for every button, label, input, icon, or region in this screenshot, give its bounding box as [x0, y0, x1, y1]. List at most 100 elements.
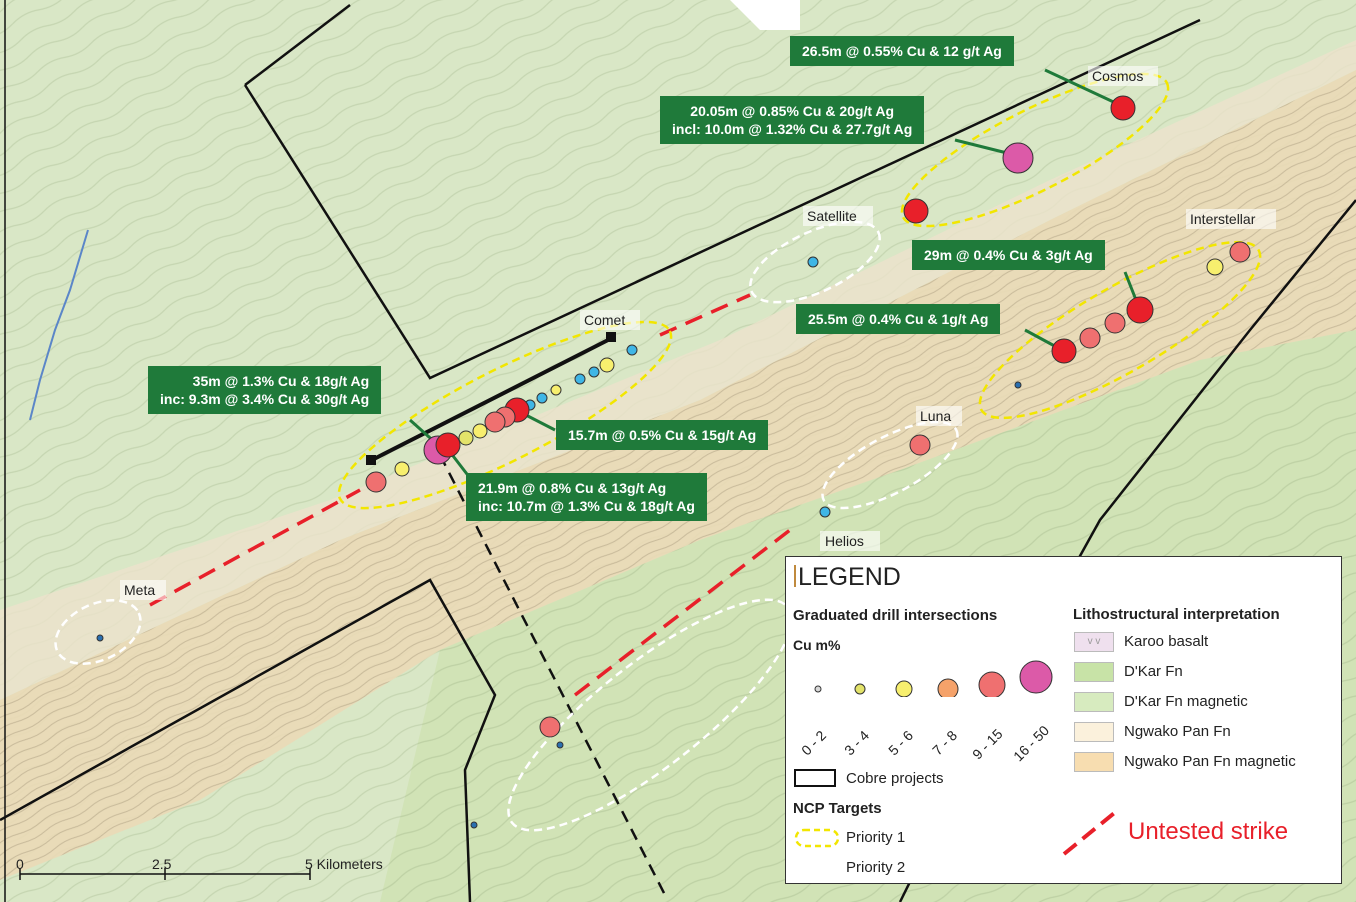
legend-class-label: 0 - 2 — [798, 727, 830, 759]
target-label-meta: Meta — [124, 582, 156, 598]
callout-35m-intersection: 35m @ 1.3% Cu & 18g/t Ag inc: 9.3m @ 3.4… — [148, 366, 382, 414]
callout-21m-intersection: 21.9m @ 0.8% Cu & 13g/t Ag inc: 10.7m @ … — [466, 473, 707, 521]
drill-hole[interactable] — [550, 384, 562, 396]
legend-priority1-label: Priority 1 — [846, 829, 906, 846]
legend-cobre-swatch — [794, 769, 836, 787]
priority2-target-meta — [54, 599, 142, 665]
legend-priority2-swatch — [794, 858, 840, 878]
scale-tick-0: 0 — [16, 856, 24, 872]
drill-hole[interactable] — [539, 716, 561, 738]
priority1-target-interstellar — [978, 240, 1262, 420]
comet-strike-arrow — [371, 336, 613, 462]
section-line — [438, 454, 667, 896]
drill-holes — [96, 95, 1251, 829]
drill-hole[interactable] — [470, 821, 478, 829]
callout-29m-intersection: 29m @ 0.4% Cu & 3g/t Ag — [912, 240, 1105, 270]
legend-swatch-dkar-magnetic — [1074, 692, 1114, 712]
label-halo — [1186, 209, 1276, 229]
target-label-comet: Comet — [584, 312, 626, 328]
drill-hole[interactable] — [435, 432, 461, 458]
legend-symbol-0-2 — [814, 685, 822, 693]
legend-litho-label: Ngwako Pan Fn magnetic — [1124, 753, 1296, 770]
legend-litho-label: D'Kar Fn magnetic — [1124, 693, 1248, 710]
priority2-target-satellite — [749, 220, 881, 304]
label-halo — [820, 531, 880, 551]
drill-hole[interactable] — [394, 461, 410, 477]
drill-hole[interactable] — [1229, 241, 1251, 263]
label-halo — [803, 206, 873, 226]
callout-line: 25.5m @ 0.4% Cu & 1g/t Ag — [808, 311, 989, 327]
label-halo — [916, 406, 962, 426]
cobre-project-boundary-southwest — [0, 578, 497, 902]
callout-line: 29m @ 0.4% Cu & 3g/t Ag — [924, 247, 1093, 263]
legend-symbol-7-8 — [937, 678, 959, 697]
legend-priority2-label: Priority 2 — [846, 859, 906, 876]
drill-hole[interactable] — [588, 366, 600, 378]
legend-untested-strike-label: Untested strike — [1128, 818, 1289, 845]
drill-hole[interactable] — [1014, 381, 1022, 389]
callout-25m-intersection: 25.5m @ 0.4% Cu & 1g/t Ag — [796, 304, 1001, 334]
legend-litho-heading: Lithostructural interpretation — [1073, 606, 1280, 623]
legend-class-label: 7 - 8 — [929, 727, 961, 759]
legend-litho-label: Karoo basalt — [1124, 633, 1209, 650]
ngwako-pan-band — [0, 40, 1356, 700]
legend-ncp-heading: NCP Targets — [793, 800, 882, 817]
label-halo — [1088, 66, 1158, 86]
drill-hole[interactable] — [1051, 338, 1077, 364]
priority1-target-cosmos — [900, 72, 1170, 228]
drill-hole[interactable] — [96, 634, 104, 642]
legend-untested-strike-swatch — [1062, 808, 1120, 856]
label-halo — [580, 310, 640, 330]
target-label-interstellar: Interstellar — [1190, 211, 1256, 227]
leader-cosmos — [1044, 68, 1121, 107]
drill-hole[interactable] — [536, 392, 548, 404]
scale-tick-2-5: 2.5 — [152, 856, 172, 872]
drill-hole[interactable] — [365, 471, 387, 493]
drill-hole[interactable] — [1126, 296, 1154, 324]
legend-title: LEGEND — [794, 563, 901, 592]
drill-hole[interactable] — [472, 423, 488, 439]
drill-hole[interactable] — [574, 373, 586, 385]
drill-hole[interactable] — [1002, 142, 1034, 174]
white-gap — [730, 0, 800, 30]
callout-15m-intersection: 15.7m @ 0.5% Cu & 15g/t Ag — [556, 420, 769, 450]
drill-hole[interactable] — [807, 256, 819, 268]
legend-symbol-16-50 — [1019, 660, 1053, 694]
cobre-project-boundary-north-b — [243, 18, 1201, 380]
legend-class-label: 16 - 50 — [1010, 722, 1053, 765]
callout-line: inc: 10.7m @ 1.3% Cu & 18g/t Ag — [478, 498, 695, 514]
drill-hole[interactable] — [1110, 95, 1136, 121]
river-line — [29, 229, 89, 421]
drill-hole[interactable] — [819, 506, 831, 518]
callout-line: 20.05m @ 0.85% Cu & 20g/t Ag — [690, 103, 895, 119]
drill-hole[interactable] — [599, 357, 615, 373]
drill-hole[interactable] — [484, 411, 506, 433]
drill-hole[interactable] — [1104, 312, 1126, 334]
drill-hole[interactable] — [556, 741, 564, 749]
callout-line: inc: 9.3m @ 3.4% Cu & 30g/t Ag — [160, 391, 370, 407]
target-label-satellite: Satellite — [807, 208, 857, 224]
callout-line: 15.7m @ 0.5% Cu & 15g/t Ag — [568, 427, 757, 443]
drill-hole[interactable] — [909, 434, 931, 456]
legend-swatch-ngwako-pan-magnetic — [1074, 752, 1114, 772]
legend-class-label: 9 - 15 — [969, 725, 1006, 763]
legend-swatch-dkar — [1074, 662, 1114, 682]
untested-strike-helios — [573, 528, 792, 697]
drill-hole[interactable] — [903, 198, 929, 224]
legend-panel: LEGEND Graduated drill intersections Cu … — [785, 556, 1342, 884]
legend-symbol-3-4 — [854, 683, 866, 695]
legend-symbol-5-6 — [895, 680, 913, 697]
legend-class-label: 5 - 6 — [885, 727, 917, 759]
drill-hole[interactable] — [1206, 258, 1224, 276]
callout-line: 21.9m @ 0.8% Cu & 13g/t Ag — [478, 480, 667, 496]
target-label-luna: Luna — [920, 408, 952, 424]
comet-arrow-end-west — [366, 455, 376, 465]
legend-cu-heading: Cu m% — [793, 637, 841, 653]
legend-litho-label: Ngwako Pan Fn — [1124, 723, 1231, 740]
drill-hole[interactable] — [1079, 327, 1101, 349]
callout-line: 35m @ 1.3% Cu & 18g/t Ag — [192, 373, 370, 389]
drill-hole[interactable] — [626, 344, 638, 356]
legend-graduated-symbols — [814, 660, 1053, 697]
priority2-target-luna — [821, 420, 959, 510]
drill-hole[interactable] — [458, 430, 474, 446]
